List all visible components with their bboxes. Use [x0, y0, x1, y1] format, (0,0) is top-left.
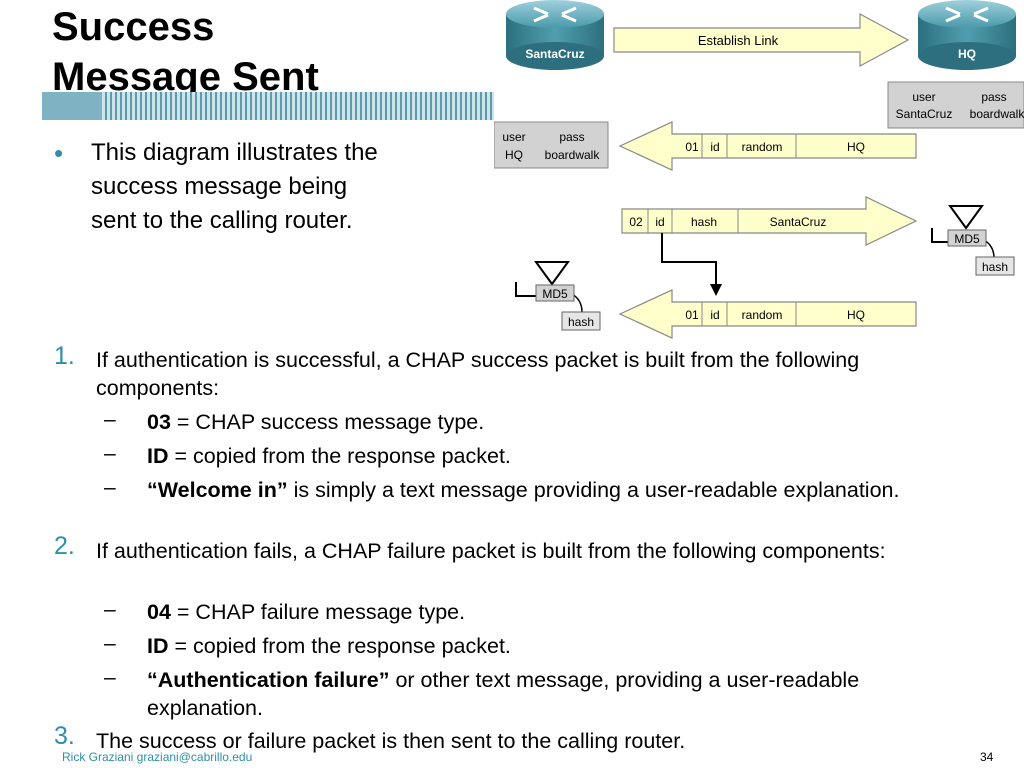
sub-bullet-dash: – [104, 632, 116, 655]
md5-box [947, 229, 987, 247]
connector-arrow [661, 233, 717, 290]
list-item: 1. [54, 342, 75, 371]
sub-item-desc: = CHAP failure message type. [170, 600, 466, 624]
sub-item-term: “Welcome in” [147, 478, 288, 502]
establish-link-label: Establish Link [698, 33, 779, 48]
list-item-text: If authentication is successful, a CHAP … [96, 348, 860, 400]
md5-box [535, 284, 575, 302]
db-header-user: user [912, 90, 935, 104]
md5-funnel-icon [931, 205, 995, 259]
hash-box [975, 256, 1015, 276]
packet-id: id [710, 308, 719, 322]
title-decor-stripe [42, 92, 494, 120]
hash-box [561, 311, 601, 331]
db-user-value: SantaCruz [896, 107, 953, 121]
db-header-pass: pass [981, 90, 1006, 104]
packet-data: random [742, 140, 783, 154]
bullet-text: This diagram illustrates the success mes… [91, 139, 378, 234]
sub-item-desc: is simply a text message providing a use… [287, 478, 900, 502]
md5-label: MD5 [542, 287, 568, 301]
db-pass-value: boardwalk [545, 148, 601, 162]
list-number: 2. [54, 532, 75, 560]
db-header-user: user [502, 130, 525, 144]
sub-bullet-dash: – [104, 442, 116, 465]
db-user-value: HQ [505, 148, 523, 162]
list-item-text: If authentication fails, a CHAP failure … [96, 539, 886, 563]
establish-link-arrow [613, 12, 910, 68]
title-line-1: Success [52, 5, 215, 49]
hash-label: hash [568, 315, 594, 329]
sub-item-term: 03 [147, 410, 171, 434]
sub-item-desc: = copied from the response packet. [168, 634, 511, 658]
list-item: 2. [54, 532, 75, 561]
sub-item-desc: = copied from the response packet. [168, 444, 511, 468]
packet-id: id [655, 215, 664, 229]
sub-item-desc: = CHAP success message type. [170, 410, 485, 434]
router-label-santacruz: SantaCruz [525, 47, 584, 61]
sub-bullet-dash: – [104, 598, 116, 621]
packet-code: 02 [629, 215, 643, 229]
md5-label: MD5 [954, 232, 980, 246]
sub-bullet-dash: – [104, 408, 116, 431]
santacruz-user-db [494, 121, 609, 169]
connector-arrowhead [710, 284, 722, 296]
hash-label: hash [982, 260, 1008, 274]
packet-data: random [742, 308, 783, 322]
list-item-text: The success or failure packet is then se… [96, 729, 686, 753]
sub-item-term: ID [147, 444, 169, 468]
router-icon [506, 0, 604, 70]
sub-bullet-dash: – [104, 666, 116, 689]
sub-item: “Welcome in” is simply a text message pr… [147, 476, 907, 504]
title-line-2: Message Sent [52, 55, 319, 99]
db-pass-value: boardwalk [970, 107, 1024, 121]
sub-item-desc: or other text message, providing a user-… [147, 668, 860, 720]
sub-item-term: “Authentication failure” [147, 668, 390, 692]
list-number: 1. [54, 342, 75, 370]
hq-user-db [887, 81, 1024, 129]
sub-item: ID = copied from the response packet. [147, 632, 907, 660]
sub-item: 03 = CHAP success message type. [147, 408, 907, 436]
packet-name: HQ [847, 140, 865, 154]
packet-data: hash [691, 215, 717, 229]
sub-item: 04 = CHAP failure message type. [147, 598, 907, 626]
router-icon [918, 0, 1016, 70]
sub-item: ID = copied from the response packet. [147, 442, 907, 470]
page-number: 34 [980, 750, 994, 764]
challenge-packet-arrow-2 [618, 289, 917, 339]
sub-item-term: ID [147, 634, 169, 658]
list-item: 3. [54, 722, 75, 751]
packet-id: id [710, 140, 719, 154]
sub-item: “Authentication failure” or other text m… [147, 666, 907, 722]
chap-diagram: SantaCruz HQ Establish Link user pass Sa… [494, 0, 1024, 339]
packet-code: 01 [685, 308, 699, 322]
bullet-marker: • [54, 138, 64, 168]
sub-item-term: 04 [147, 600, 171, 624]
packet-name: HQ [847, 308, 865, 322]
router-label-hq: HQ [958, 47, 976, 61]
footer-author: Rick Graziani graziani@cabrillo.edu [62, 750, 253, 764]
challenge-packet-arrow [618, 121, 917, 171]
sub-bullet-dash: – [104, 476, 116, 499]
db-header-pass: pass [559, 130, 584, 144]
packet-name: SantaCruz [770, 215, 827, 229]
packet-code: 01 [685, 140, 699, 154]
list-number: 3. [54, 722, 75, 750]
slide-title: Success Message Sent [52, 2, 319, 102]
